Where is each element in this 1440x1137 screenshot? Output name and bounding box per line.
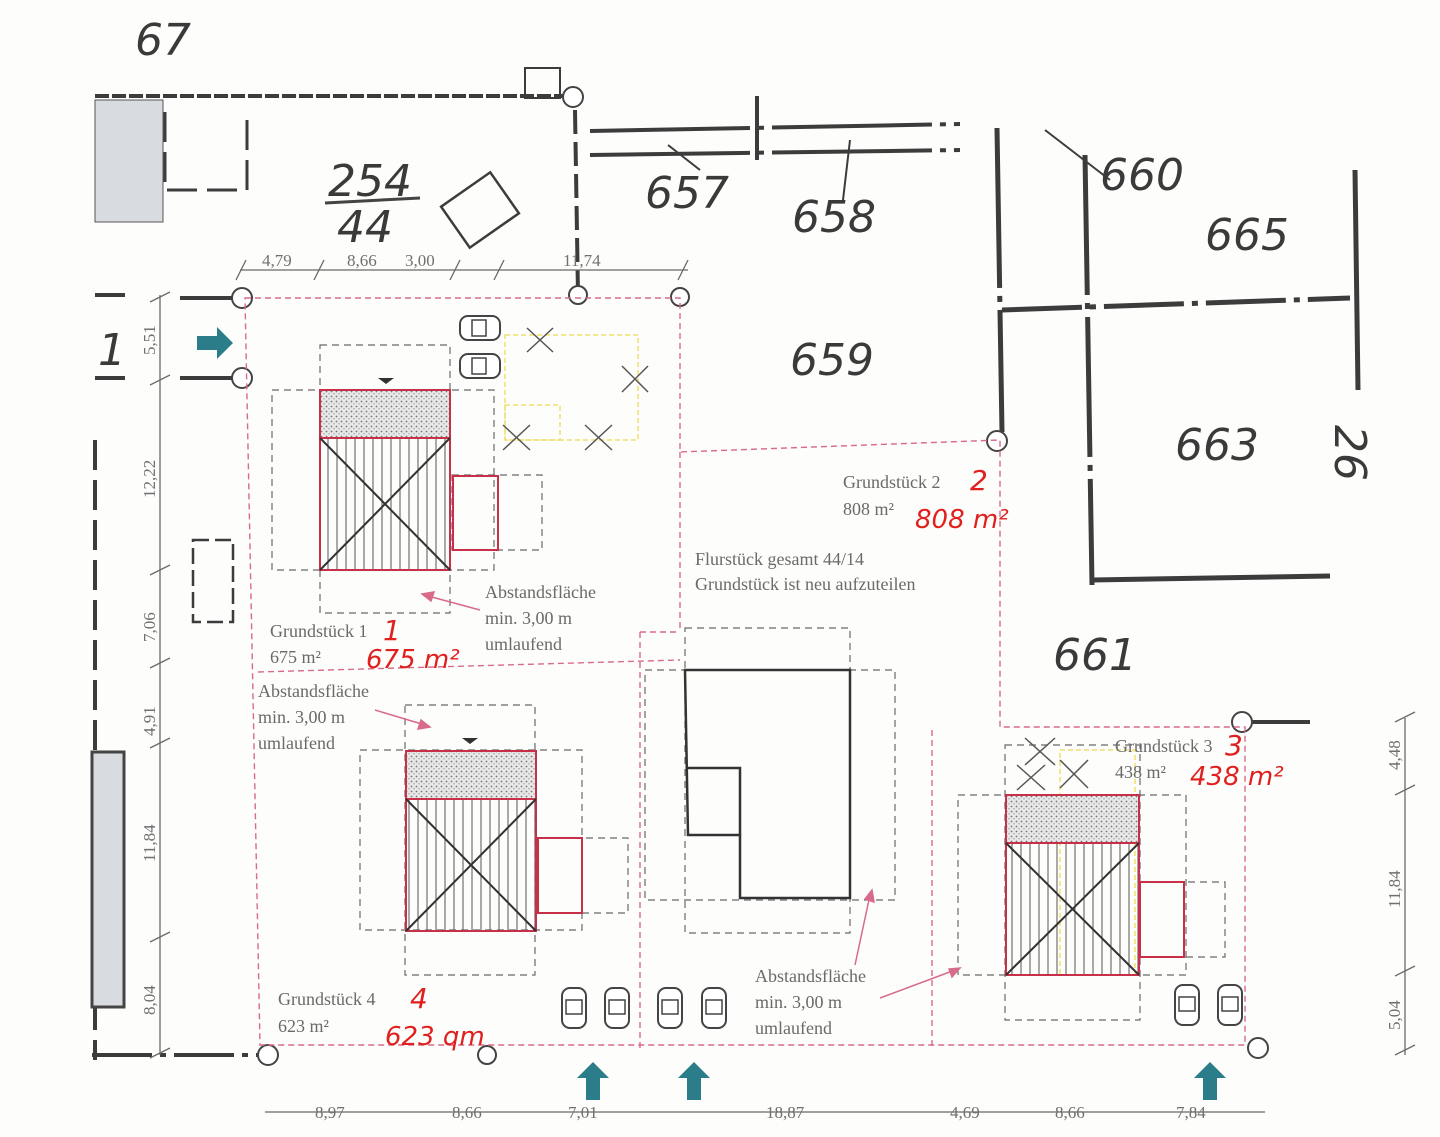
handwritten-plot-area: 623 qm: [385, 1022, 485, 1052]
dim-bottom: 18,87: [766, 1103, 805, 1122]
plot-area: 808 m²: [843, 499, 894, 519]
note-line: Abstandsfläche: [258, 681, 369, 701]
note-line: min. 3,00 m: [258, 707, 345, 727]
note-line: umlaufend: [755, 1018, 832, 1038]
car-icon: [1174, 984, 1200, 1026]
arrow-up-icon: [678, 1062, 710, 1100]
parcel-661: 661: [1053, 630, 1137, 681]
dim-bottom: 7,84: [1176, 1103, 1206, 1122]
parcel-1: 1: [98, 325, 126, 376]
handwritten-plot-area: 438 m²: [1190, 762, 1284, 792]
dimension-labels-bottom: 8,97 8,66 7,01 18,87 4,69 8,66 7,84: [315, 1103, 1206, 1122]
dim-left: 4,91: [140, 706, 159, 736]
plot-label: Grundstück 1: [270, 621, 368, 641]
note-line: umlaufend: [258, 733, 335, 753]
note-line: min. 3,00 m: [485, 608, 572, 628]
parcel-658: 658: [792, 192, 876, 243]
dim-right: 5,04: [1385, 1000, 1404, 1030]
plot-area: 675 m²: [270, 647, 321, 667]
plot-3-label: Grundstück 3 438 m² 3 438 m²: [1115, 729, 1284, 792]
car-icon: [1217, 984, 1243, 1026]
parcel-numbers: 67 254 44 657 658 660 665 659 663 26 661…: [98, 15, 1375, 681]
handwritten-plot-area: 675 m²: [366, 645, 460, 675]
note-line: Abstandsfläche: [755, 966, 866, 986]
dim-left: 12,22: [140, 460, 159, 498]
dim-top: 4,79: [262, 251, 292, 270]
plot-2-label: Grundstück 2 808 m² 2 808 m²: [843, 464, 1009, 535]
dim-left: 11,84: [140, 824, 159, 862]
car-icon: [459, 353, 501, 379]
dim-top: 8,66: [347, 251, 377, 270]
car-icon: [561, 987, 587, 1029]
parcel-note: Flurstück gesamt 44/14 Grundstück ist ne…: [695, 549, 915, 594]
note-line: Abstandsfläche: [485, 582, 596, 602]
dim-right: 11,84: [1385, 870, 1404, 908]
parcel-659: 659: [790, 335, 874, 386]
setback-note-plot-2: Abstandsfläche min. 3,00 m umlaufend: [755, 966, 866, 1038]
dim-bottom: 4,69: [950, 1103, 980, 1122]
plot-area: 623 m²: [278, 1016, 329, 1036]
car-icon: [701, 987, 727, 1029]
handwritten-plot-number: 3: [1225, 729, 1243, 762]
dimension-labels-top: 4,79 8,66 3,00 11,74: [262, 251, 601, 270]
handwritten-plot-area: 808 m²: [915, 505, 1009, 535]
arrow-up-icon: [1194, 1062, 1226, 1100]
parcel-67: 67: [135, 15, 191, 66]
plot-boundaries: [244, 297, 1246, 1050]
car-icon: [604, 987, 630, 1029]
dim-bottom: 8,97: [315, 1103, 345, 1122]
note-line: Grundstück ist neu aufzuteilen: [695, 574, 915, 594]
setback-pointers: [374, 591, 962, 999]
house-plot-4: [359, 704, 629, 976]
handwritten-plot-number: 2: [970, 464, 988, 497]
existing-building-plot-2: [644, 627, 896, 934]
note-line: min. 3,00 m: [755, 992, 842, 1012]
parking-area-plot-1: [502, 327, 649, 451]
neighbour-boundaries: [90, 67, 1361, 1066]
house-plot-3: [957, 737, 1226, 1021]
plot-4-label: Grundstück 4 623 m² 4 623 qm: [278, 982, 485, 1052]
car-icon: [459, 315, 501, 341]
plot-label: Grundstück 3: [1115, 736, 1213, 756]
setback-note-plot-1: Abstandsfläche min. 3,00 m umlaufend: [485, 582, 596, 654]
house-plot-1: [271, 344, 543, 614]
plot-area: 438 m²: [1115, 762, 1166, 782]
dim-bottom: 8,66: [452, 1103, 482, 1122]
car-icon: [657, 987, 683, 1029]
dim-right: 4,48: [1385, 740, 1404, 770]
parcel-254-denominator: 44: [337, 202, 393, 253]
plot-label: Grundstück 4: [278, 989, 376, 1009]
parcel-26: 26: [1324, 425, 1375, 481]
plot-label: Grundstück 2: [843, 472, 941, 492]
parcel-665: 665: [1205, 210, 1289, 261]
handwritten-plot-number: 4: [410, 982, 428, 1015]
dim-top: 11,74: [563, 251, 601, 270]
dim-left: 5,51: [140, 325, 159, 355]
dimension-labels-right: 4,48 11,84 5,04: [1385, 740, 1404, 1030]
note-line: Flurstück gesamt 44/14: [695, 549, 864, 569]
access-arrows: [197, 327, 1226, 1100]
parcel-660: 660: [1100, 150, 1184, 201]
dim-left: 8,04: [140, 985, 159, 1015]
dim-bottom: 7,01: [568, 1103, 598, 1122]
parcel-657: 657: [645, 168, 729, 219]
dim-bottom: 8,66: [1055, 1103, 1085, 1122]
plot-1-label: Grundstück 1 675 m² 1 675 m²: [270, 614, 460, 675]
handwritten-plot-number: 1: [383, 614, 401, 647]
dim-top: 3,00: [405, 251, 435, 270]
dim-left: 7,06: [140, 612, 159, 642]
parcel-663: 663: [1175, 420, 1259, 471]
dimension-labels-left: 5,51 12,22 7,06 4,91 11,84 8,04: [140, 325, 159, 1015]
arrow-right-icon: [197, 327, 233, 359]
note-line: umlaufend: [485, 634, 562, 654]
arrow-up-icon: [577, 1062, 609, 1100]
setback-note-plot-4: Abstandsfläche min. 3,00 m umlaufend: [258, 681, 369, 753]
dimension-lines: [149, 259, 1416, 1113]
